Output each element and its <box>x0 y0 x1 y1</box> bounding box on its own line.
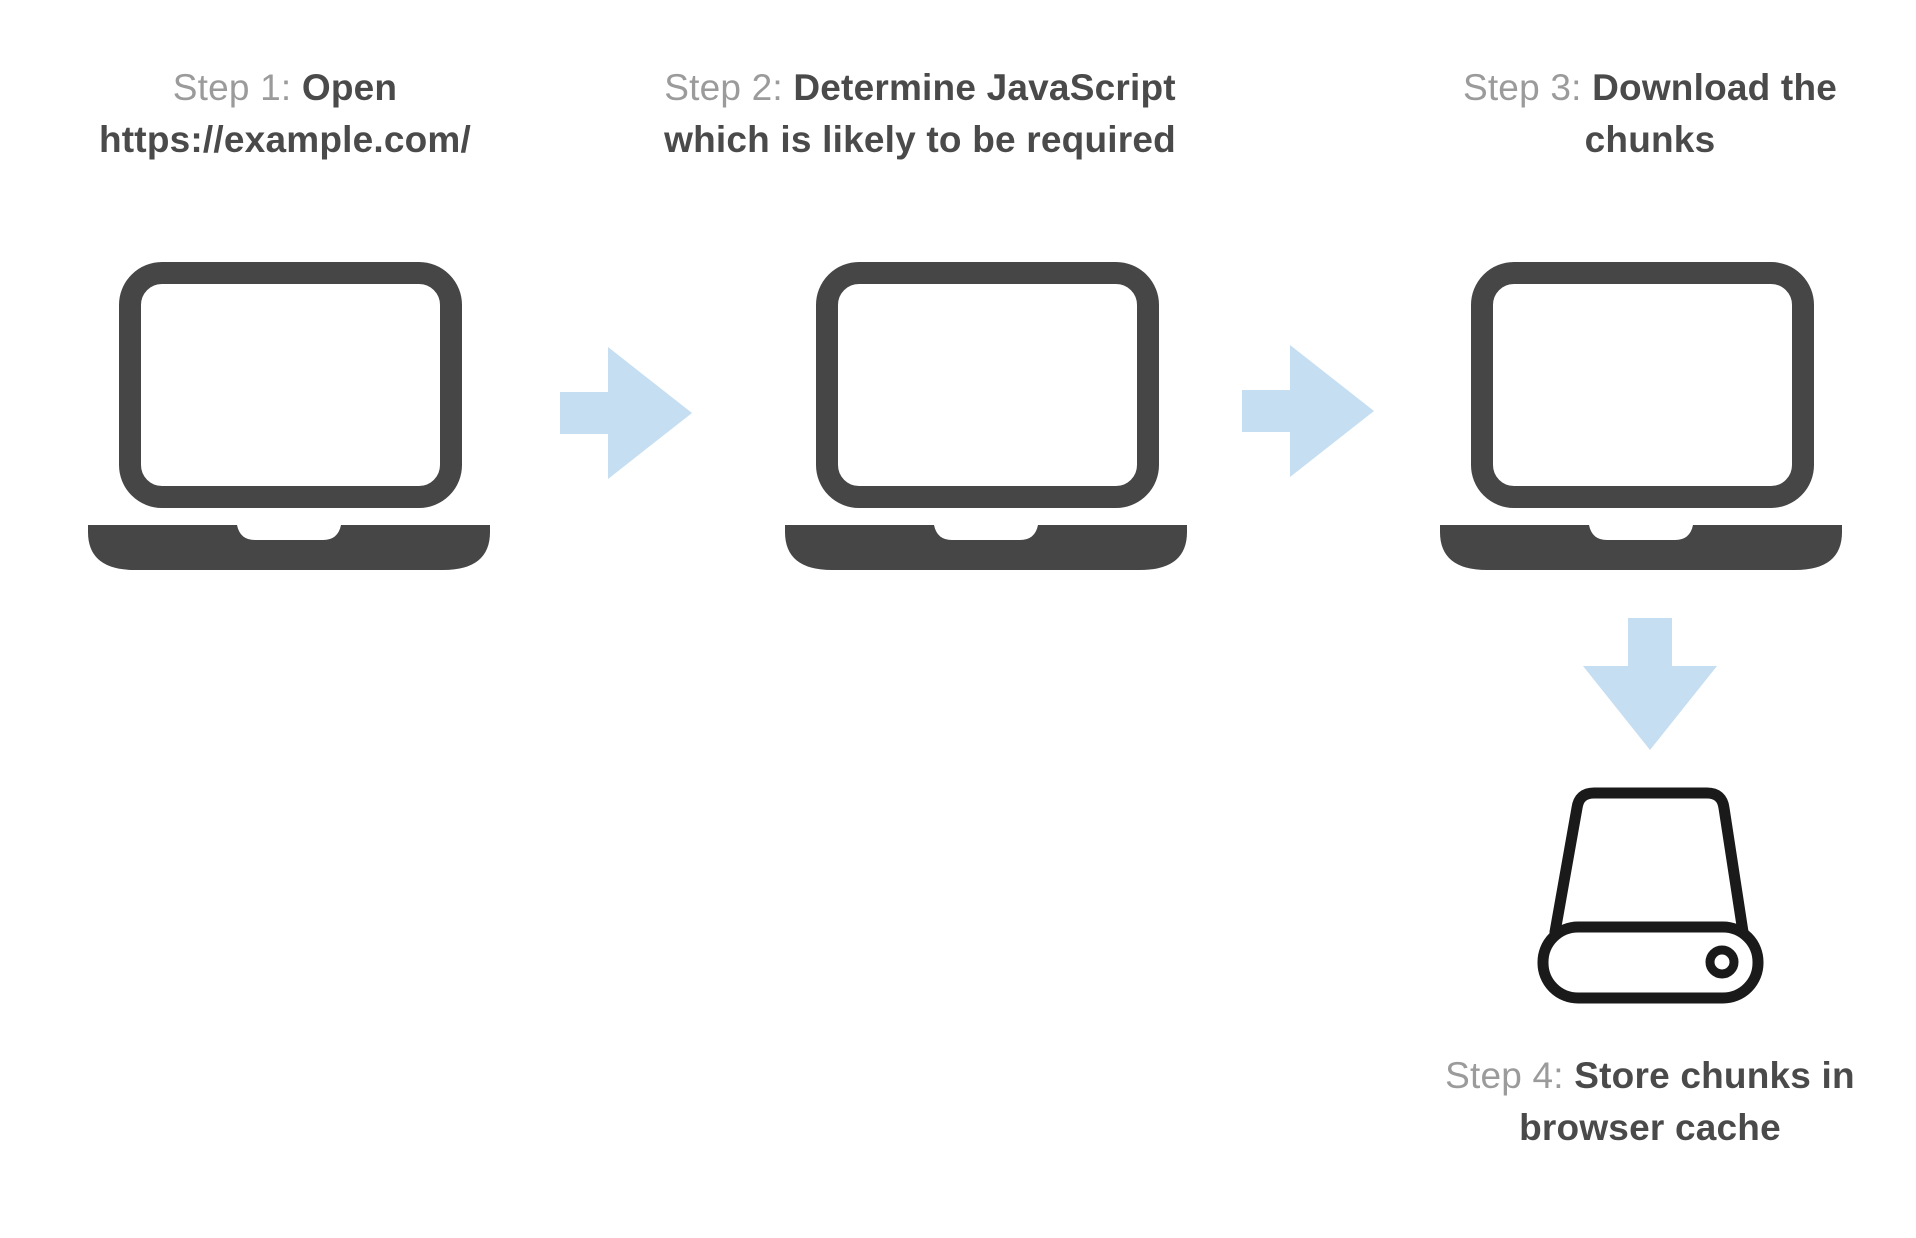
step-1-title: Open https://example.com/ <box>98 67 472 160</box>
step-3-prefix: Step 3: <box>1462 67 1582 108</box>
arrow-right-icon <box>1242 345 1374 477</box>
step-2-prefix: Step 2: <box>664 67 783 108</box>
arrow-down-icon <box>1583 618 1717 750</box>
hard-drive-icon <box>1537 787 1764 1004</box>
step-2-title: Determine JavaScript which is likely to … <box>664 67 1176 160</box>
laptop-icon <box>785 262 1187 570</box>
step-2-label: Step 2: Determine JavaScript which is li… <box>610 62 1230 166</box>
laptop-icon <box>88 262 490 570</box>
step-4-label: Step 4: Store chunks in browser cache <box>1440 1050 1860 1154</box>
step-1-prefix: Step 1: <box>172 67 292 108</box>
step-3-label: Step 3: Download the chunks <box>1420 62 1880 166</box>
arrow-right-icon <box>560 347 692 479</box>
laptop-icon <box>1440 262 1842 570</box>
step-1-label: Step 1: Open https://example.com/ <box>45 62 525 166</box>
step-4-prefix: Step 4: <box>1445 1055 1564 1096</box>
step-3-title: Download the chunks <box>1584 67 1838 160</box>
step-4-title: Store chunks in browser cache <box>1519 1055 1855 1148</box>
